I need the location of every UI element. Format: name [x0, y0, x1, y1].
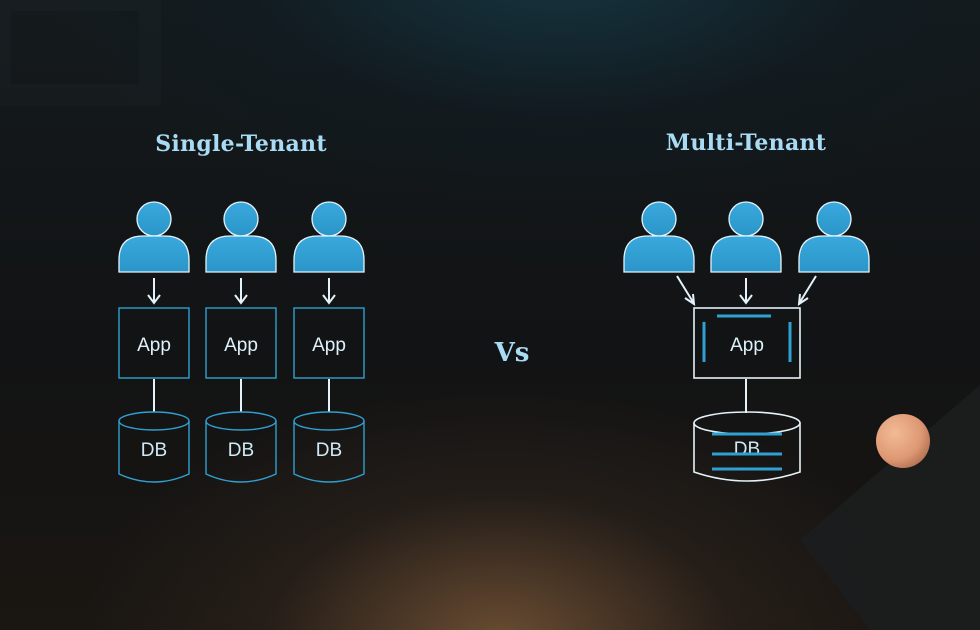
- app-box: App: [205, 307, 277, 379]
- database-icon: DB: [293, 411, 365, 483]
- decoration-sphere: [876, 414, 930, 468]
- arrow-icon: [676, 275, 696, 307]
- db-label: DB: [734, 439, 760, 460]
- shared-app-box: App: [693, 307, 801, 379]
- db-label: DB: [228, 440, 254, 461]
- app-label: App: [137, 335, 171, 356]
- app-box: App: [293, 307, 365, 379]
- vs-label: Vs: [494, 338, 530, 368]
- database-icon: DB: [205, 411, 277, 483]
- decoration-top-left: [0, 0, 161, 106]
- user-icon: [205, 201, 277, 273]
- app-label: App: [730, 335, 764, 356]
- user-icon: [118, 201, 190, 273]
- app-label: App: [224, 335, 258, 356]
- arrow-down-icon: [234, 278, 248, 305]
- arrow-down-icon: [322, 278, 336, 305]
- single-tenant-column-1: App DB: [118, 201, 190, 483]
- db-label: DB: [316, 440, 342, 461]
- single-tenant-column-2: App DB: [205, 201, 277, 483]
- decoration-bottom-right: [800, 385, 980, 630]
- multi-tenant-group: App DB: [623, 201, 870, 482]
- arrow-down-icon: [739, 278, 753, 305]
- multi-tenant-title: Multi-Tenant: [666, 130, 827, 156]
- app-box: App: [118, 307, 190, 379]
- user-icon: [623, 201, 695, 273]
- shared-database-icon: DB: [693, 411, 801, 482]
- user-icon: [293, 201, 365, 273]
- user-icon: [710, 201, 782, 273]
- single-tenant-title: Single-Tenant: [155, 131, 327, 157]
- database-icon: DB: [118, 411, 190, 483]
- arrow-icon: [797, 275, 817, 307]
- db-label: DB: [141, 440, 167, 461]
- user-icon: [798, 201, 870, 273]
- app-label: App: [312, 335, 346, 356]
- arrow-down-icon: [147, 278, 161, 305]
- single-tenant-column-3: App DB: [293, 201, 365, 483]
